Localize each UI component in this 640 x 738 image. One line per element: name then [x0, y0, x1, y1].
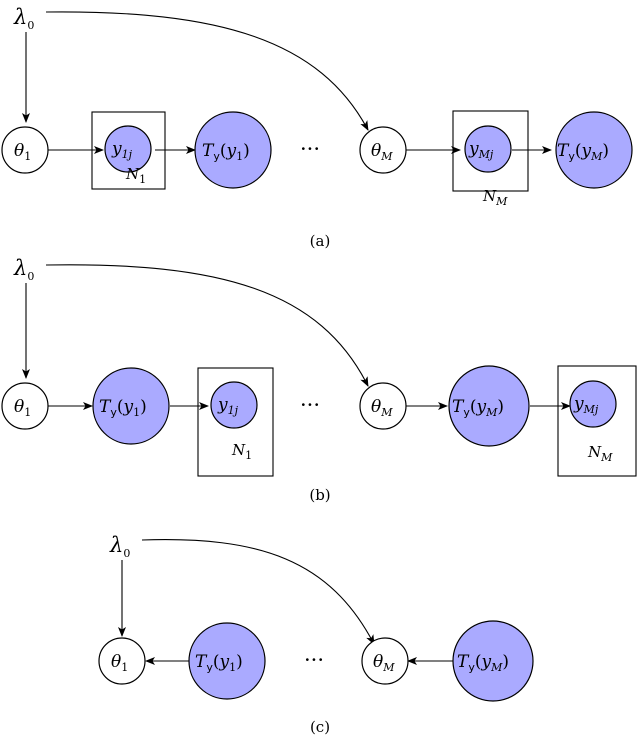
theta-1-label: θ1 [111, 652, 128, 674]
y-mj-label: yMj [468, 139, 494, 161]
theta-1-node [1, 126, 49, 174]
ellipsis: ··· [300, 393, 320, 417]
t-ym-node [555, 111, 633, 189]
t-y1-label: Ty(y1) [202, 141, 250, 163]
plate-nm [557, 365, 637, 477]
theta-m-node [359, 126, 407, 174]
lambda-0-node: λ0 [13, 5, 34, 32]
plate-n1-label: N1 [231, 441, 252, 462]
ellipsis: ··· [300, 137, 320, 161]
plate-n1 [197, 367, 274, 477]
theta-m-node [359, 382, 407, 430]
plate-n1 [91, 111, 166, 190]
theta-1-node [98, 637, 146, 685]
y-1j-label: y1j [217, 395, 239, 417]
t-y1-node [92, 367, 170, 445]
caption-c: (c) [310, 718, 330, 736]
theta-1-label: θ1 [14, 397, 31, 419]
t-y1-node [194, 111, 272, 189]
y-1j-node [210, 381, 258, 429]
edge-lambda-thetaM [45, 11, 369, 131]
y-mj-label: yMj [573, 394, 599, 416]
t-ym-node [452, 620, 534, 702]
theta-m-label: θM [371, 141, 393, 163]
y-mj-node [569, 380, 617, 428]
theta-1-node [1, 382, 49, 430]
t-ym-label: Ty(yM) [452, 397, 504, 419]
t-ym-node [448, 365, 530, 447]
panel-c: λ0 θ1 Ty(y1) ··· θM Ty(yM) (c) [98, 533, 534, 736]
plate-nm-label: NM [482, 187, 508, 208]
plate-nm [452, 110, 529, 192]
theta-m-label: θM [371, 397, 393, 419]
lambda-0-node: λ0 [13, 256, 34, 283]
y-mj-node [464, 125, 512, 173]
caption-a: (a) [310, 232, 331, 250]
panel-a: λ0 θ1 y1j N1 Ty(y1) ··· θM yMj NM Ty(yM)… [1, 5, 633, 250]
plate-n1-label: N1 [125, 165, 146, 186]
t-y1-node [188, 622, 266, 700]
theta-1-label: θ1 [14, 141, 31, 163]
t-y1-label: Ty(y1) [99, 397, 147, 419]
edge-lambda-thetaM [141, 539, 375, 645]
panel-b: λ0 θ1 Ty(y1) y1j N1 ··· θM Ty(yM) yMj NM… [1, 256, 637, 504]
y-1j-label: y1j [111, 139, 133, 161]
t-ym-label: Ty(yM) [557, 141, 609, 163]
ellipsis: ··· [304, 648, 324, 672]
edge-lambda-thetaM [45, 264, 369, 387]
theta-m-node [361, 637, 409, 685]
plate-nm-label: NM [587, 443, 613, 464]
t-ym-label: Ty(yM) [457, 652, 509, 674]
caption-b: (b) [309, 486, 330, 504]
lambda-0-node: λ0 [109, 533, 130, 560]
theta-m-label: θM [373, 652, 395, 674]
y-1j-node [104, 125, 152, 173]
t-y1-label: Ty(y1) [195, 652, 243, 674]
